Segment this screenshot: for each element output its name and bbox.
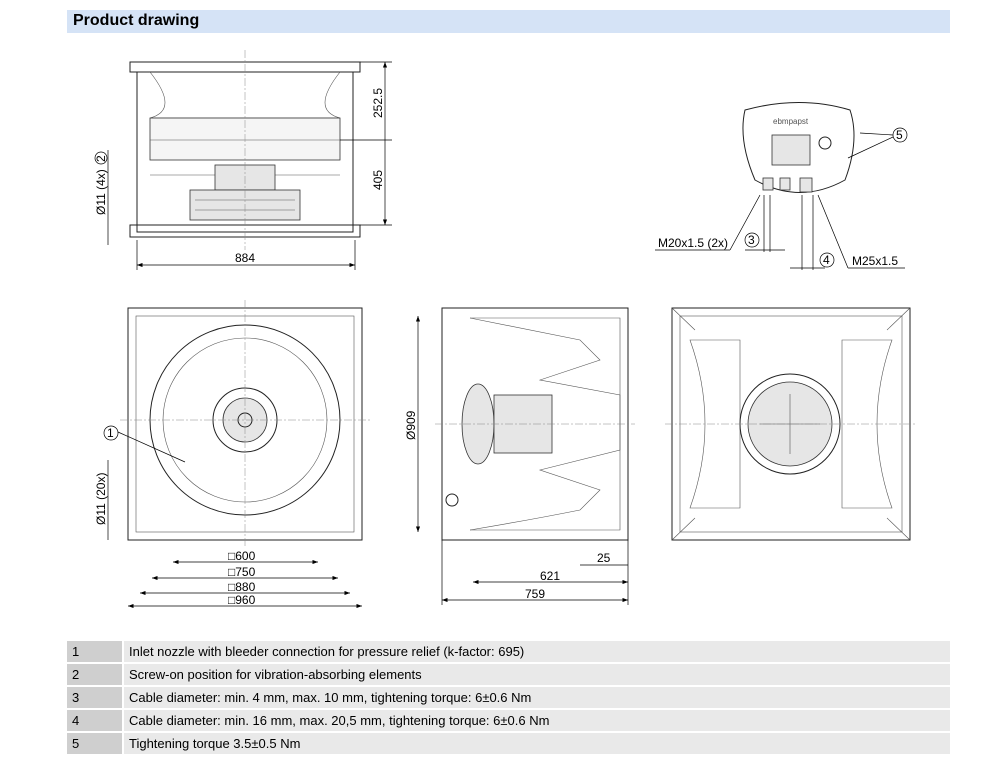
side-view: Ø909 25 621 759 <box>404 307 635 605</box>
dim-759: 759 <box>525 587 545 601</box>
section-header: Product drawing <box>67 10 950 33</box>
callout-4: 4 <box>823 253 830 267</box>
dim-960: □960 <box>228 593 256 607</box>
front-view: 1 Ø11 (20x) □600 □750 □880 □960 <box>94 300 370 609</box>
dim-25: 25 <box>597 551 611 565</box>
dim-600: □600 <box>228 549 256 563</box>
gland-m20: M20x1.5 (2x) <box>658 236 728 250</box>
hole-label-top: Ø11 (4x) <box>94 169 108 215</box>
dim-884: 884 <box>235 251 255 265</box>
callout-3: 3 <box>748 233 755 247</box>
callout-2: 2 <box>94 155 108 162</box>
dim-880: □880 <box>228 580 256 594</box>
section-title: Product drawing <box>73 12 200 29</box>
back-view <box>665 307 915 541</box>
product-drawing: 884 252.5 405 Ø11 (4x) 2 1 Ø11 (20x) □60… <box>94 50 915 609</box>
dim-621: 621 <box>540 569 560 583</box>
dim-750: □750 <box>228 565 256 579</box>
gland-m25: M25x1.5 <box>852 254 898 268</box>
top-view: 884 252.5 405 Ø11 (4x) 2 <box>94 50 392 270</box>
dim-909: Ø909 <box>404 410 418 440</box>
callout-5: 5 <box>896 128 903 142</box>
logo: ebmpapst <box>773 117 809 126</box>
callout-1: 1 <box>107 426 114 440</box>
electronics-view: ebmpapst 5 M20x1.5 (2x) 3 4 M25x1.5 <box>655 102 908 270</box>
dim-405: 405 <box>371 170 385 190</box>
dim-252-5: 252.5 <box>371 88 385 118</box>
hole-label-front: Ø11 (20x) <box>94 473 108 525</box>
